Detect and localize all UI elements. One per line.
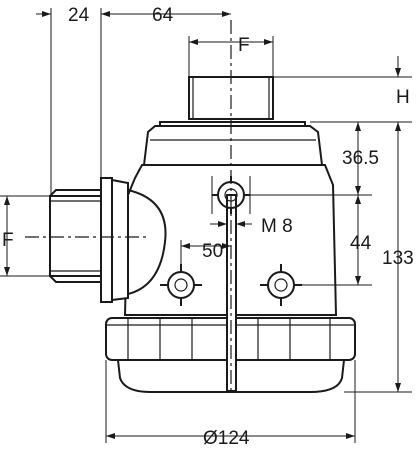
- dim-f-top: F: [188, 35, 274, 77]
- upper-housing: [142, 121, 324, 166]
- dim-diameter: Ø124: [105, 360, 356, 449]
- dim-label-24: 24: [68, 5, 90, 26]
- dim-label-44: 44: [350, 233, 372, 254]
- dim-h: H: [273, 56, 412, 123]
- dim-label-64: 64: [152, 5, 174, 26]
- dim-m8: M 8: [210, 216, 293, 237]
- dim-label-50: 50: [202, 241, 223, 262]
- dim-133: 133: [344, 122, 414, 393]
- dim-label-diameter: Ø124: [203, 428, 250, 449]
- dim-44: 44: [302, 195, 372, 286]
- dim-64: 64: [101, 5, 231, 26]
- dim-36-5: 36.5: [250, 122, 379, 196]
- dim-label-f-top: F: [238, 35, 250, 56]
- mount-boss-right: [260, 264, 302, 306]
- dim-label-f-left: F: [2, 230, 14, 251]
- dim-label-m8: M 8: [261, 216, 293, 237]
- dim-f-left: F: [0, 195, 50, 277]
- inlet-fitting: [49, 189, 102, 283]
- dim-50: 50: [180, 240, 231, 264]
- dim-24: 24: [36, 5, 116, 195]
- dim-label-133: 133: [382, 248, 414, 269]
- inlet-boss: [100, 177, 167, 303]
- dim-label-36-5: 36.5: [342, 148, 379, 169]
- dim-label-h: H: [396, 87, 410, 108]
- mount-boss-left: [160, 264, 202, 306]
